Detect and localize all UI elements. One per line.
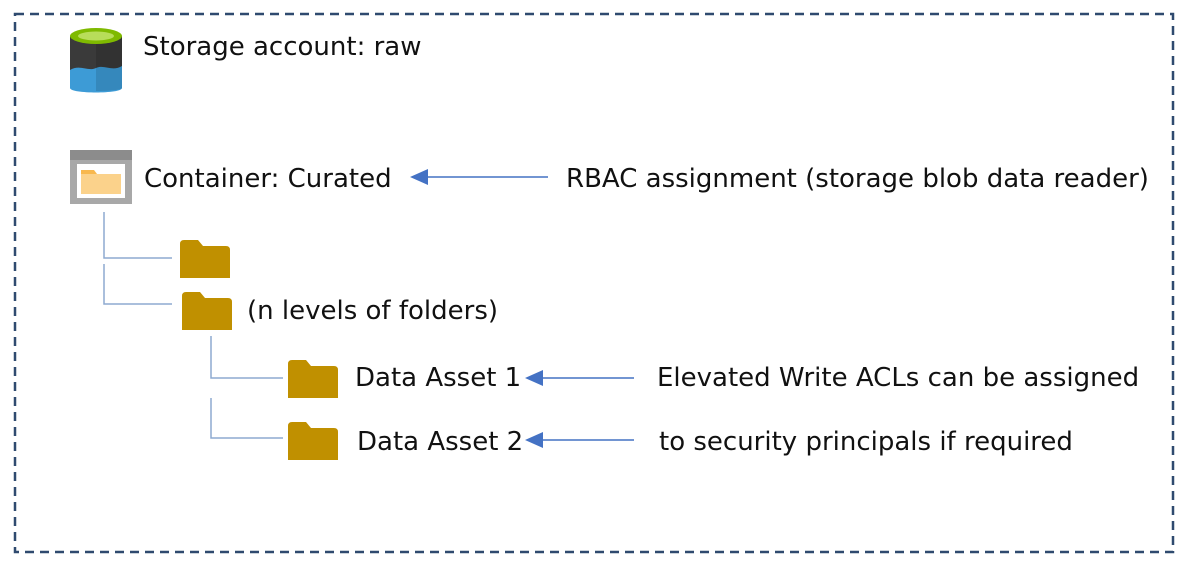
rbac-arrow xyxy=(410,169,548,185)
storage-account-icon xyxy=(68,26,124,98)
data-asset-2-label: Data Asset 2 xyxy=(357,427,524,457)
acl-note-line-2: to security principals if required xyxy=(659,427,1073,457)
folder-icon xyxy=(288,422,338,460)
folder-icon xyxy=(180,240,230,278)
acl-note-line-1: Elevated Write ACLs can be assigned xyxy=(657,363,1140,393)
storage-account-label: Storage account: raw xyxy=(143,32,422,62)
connector-folder-1 xyxy=(103,212,172,259)
connector-asset-1 xyxy=(210,336,283,379)
folder-levels-label: (n levels of folders) xyxy=(247,296,499,326)
rbac-assignment-label: RBAC assignment (storage blob data reade… xyxy=(566,164,1149,194)
data-asset-1-label: Data Asset 1 xyxy=(355,363,522,393)
container-icon xyxy=(70,150,132,204)
folder-icon xyxy=(182,292,232,330)
folder-icon xyxy=(288,360,338,398)
acl-arrow-2 xyxy=(525,432,634,448)
container-label: Container: Curated xyxy=(144,164,392,194)
connector-folder-2 xyxy=(103,264,172,305)
acl-arrow-1 xyxy=(525,370,634,386)
connector-asset-2 xyxy=(210,398,283,439)
dashed-boundary xyxy=(13,12,1175,554)
